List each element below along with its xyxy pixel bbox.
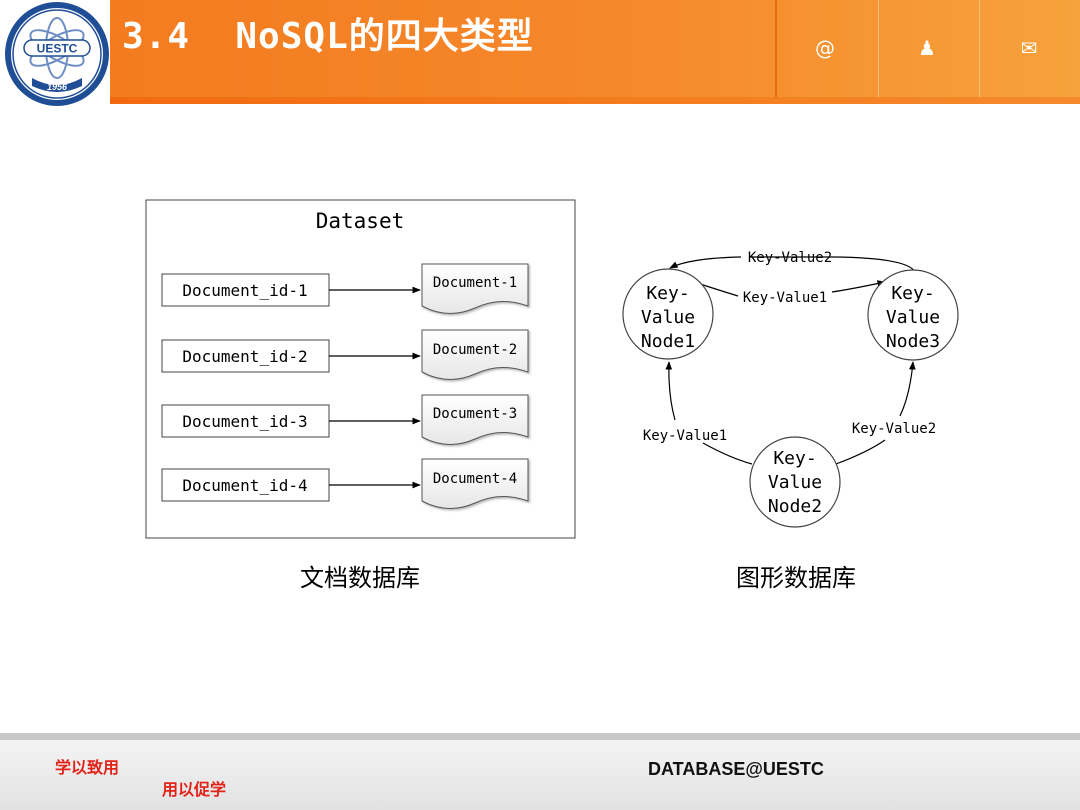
header-background: [110, 0, 1080, 97]
document-label: Document-1: [433, 275, 517, 291]
motto-line-1: 学以致用: [55, 758, 120, 777]
header-separator: [775, 0, 777, 97]
graph-edge: [899, 361, 916, 417]
document-db-caption: 文档数据库: [300, 564, 420, 592]
document-id-label: Document_id-3: [182, 412, 307, 431]
logo-year: 1956: [47, 82, 68, 92]
edge-label-right: Key-Value2: [852, 421, 936, 437]
edge-label-left: Key-Value1: [643, 428, 727, 444]
graph-edge: [749, 256, 916, 273]
motto-line-2: 用以促学: [162, 780, 227, 799]
graph-edge: [665, 361, 676, 421]
node-label: Node2: [768, 496, 822, 517]
document-id-label: Document_id-2: [182, 347, 307, 366]
header-divider: [979, 0, 980, 97]
document-id-box: [161, 468, 330, 502]
slide-title: 3.4 NoSQL的四大类型: [122, 16, 534, 57]
document-id-box: [161, 404, 330, 438]
footer-brand: DATABASE@UESTC: [648, 759, 824, 779]
graph-node: [867, 269, 959, 361]
person-icon[interactable]: ♟: [918, 36, 936, 60]
header-bar: 3.4 NoSQL的四大类型 @ ♟ ✉ UESTC 1956: [0, 0, 1080, 106]
footer-divider: [0, 733, 1080, 740]
graph-edge: [669, 256, 742, 269]
document-id-label: Document_id-4: [182, 476, 307, 495]
node-label: Value: [641, 307, 695, 328]
document-shape: [421, 458, 529, 509]
edge-label-middle: Key-Value1: [743, 290, 827, 306]
node-label: Node1: [641, 331, 695, 352]
mail-icon[interactable]: ✉: [1020, 36, 1038, 60]
document-shape: [421, 329, 529, 380]
graph-node: [622, 268, 714, 360]
graph-edge: [831, 280, 886, 293]
document-label: Document-3: [433, 406, 517, 422]
edge-label-top: Key-Value2: [748, 250, 832, 266]
document-shape: [421, 394, 529, 445]
node-label: Key-: [773, 448, 816, 469]
dataset-title: Dataset: [316, 209, 405, 233]
node-label: Key-: [891, 283, 934, 304]
graph-edge: [835, 439, 886, 465]
document-label: Document-2: [433, 342, 517, 358]
node-label: Key-: [646, 283, 689, 304]
node-label: Value: [768, 472, 822, 493]
at-icon[interactable]: @: [815, 36, 835, 60]
graph-edge: [702, 442, 753, 465]
node-label: Node3: [886, 331, 940, 352]
graph-db-caption: 图形数据库: [736, 564, 856, 592]
header-underline: [110, 97, 1080, 104]
document-shape: [421, 263, 529, 314]
university-logo: UESTC 1956: [5, 2, 109, 106]
document-label: Document-4: [433, 471, 517, 487]
graph-node: [749, 436, 841, 528]
footer-bar: [0, 740, 1080, 810]
header-divider: [878, 0, 879, 97]
document-id-label: Document_id-1: [182, 281, 307, 300]
node-label: Value: [886, 307, 940, 328]
logo-text: UESTC: [37, 42, 78, 56]
